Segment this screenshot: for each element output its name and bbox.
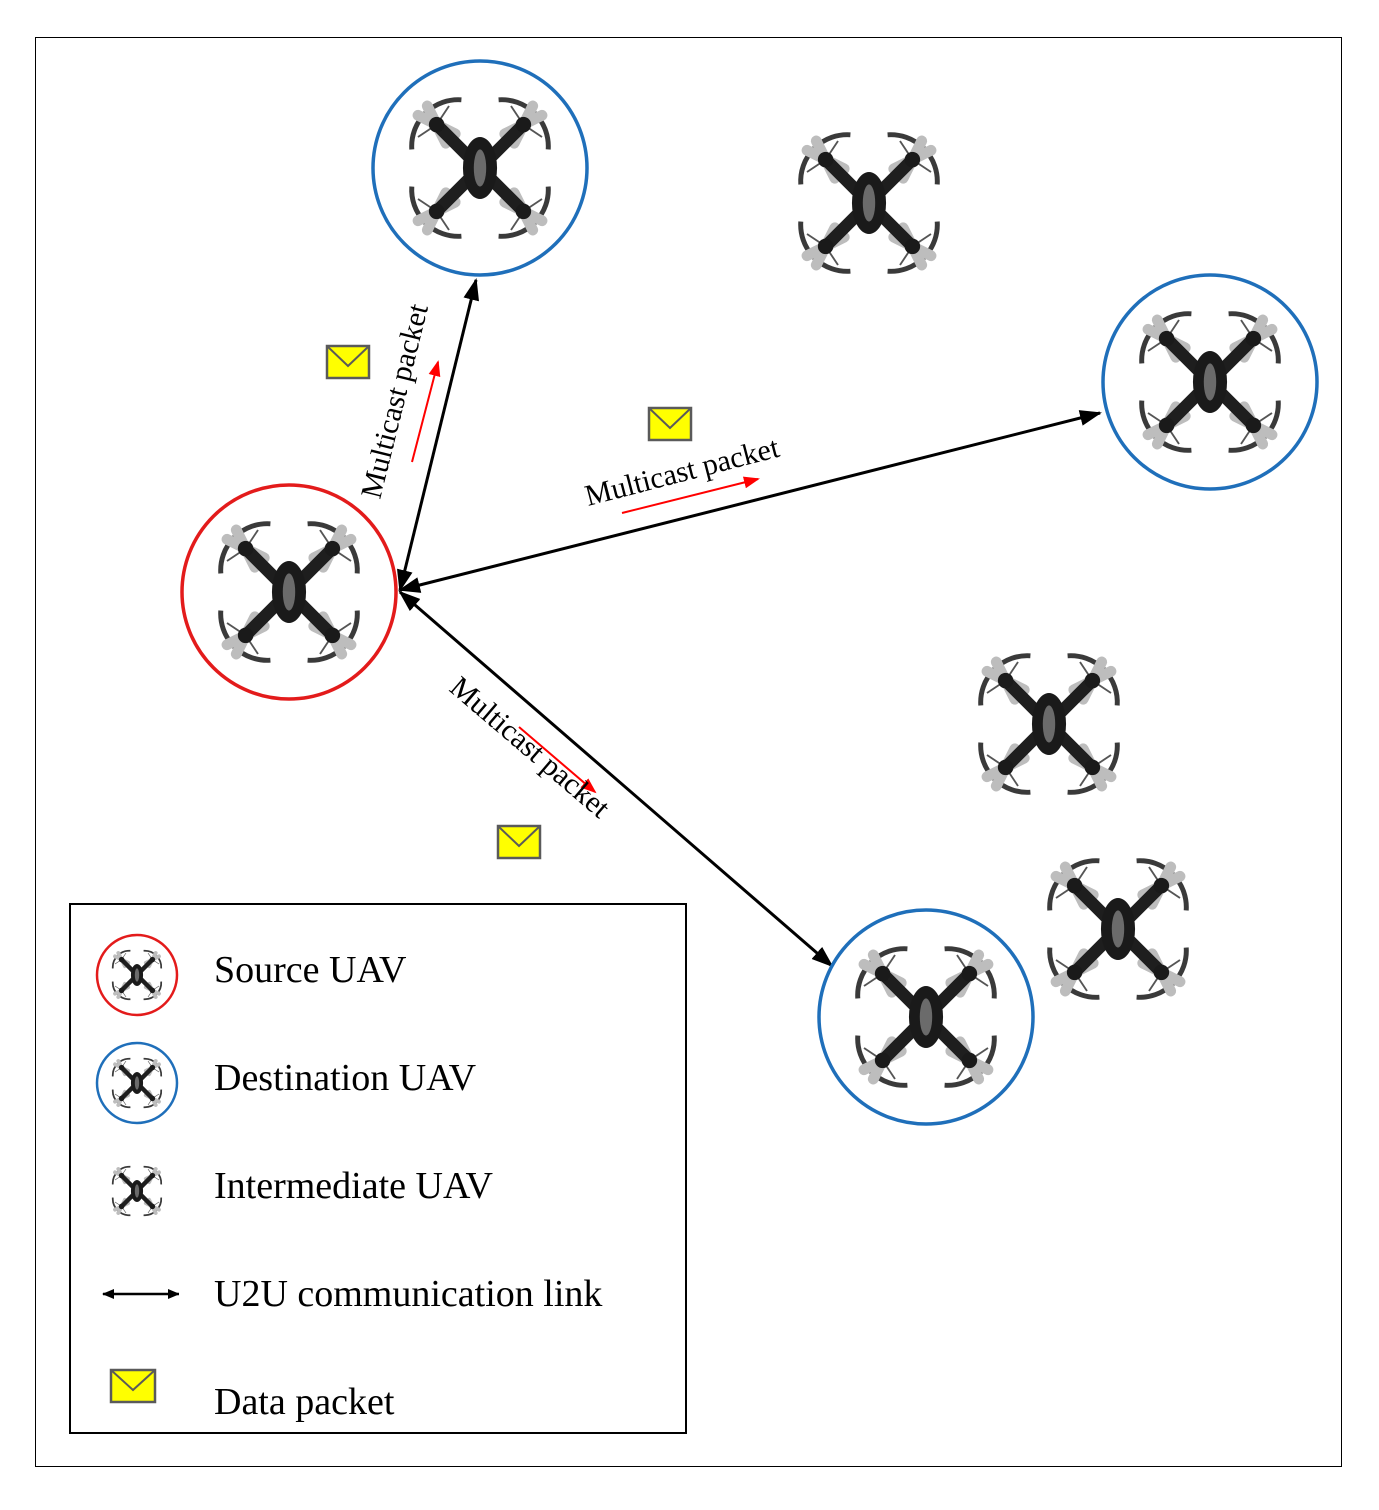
destination-uav-bottom	[817, 908, 1035, 1126]
link-bottom	[398, 590, 834, 968]
link-right	[398, 410, 1102, 593]
legend-item-source: Source UAV	[71, 920, 685, 1020]
legend-item-destination: Destination UAV	[71, 1028, 685, 1128]
source-uav	[180, 483, 398, 701]
envelope-icon	[95, 1352, 179, 1452]
legend-item-packet: Data packet	[71, 1352, 685, 1452]
legend-item-intermediate: Intermediate UAV	[71, 1136, 685, 1236]
destination-uav-right	[1101, 273, 1319, 491]
legend-label: Source UAV	[214, 949, 407, 991]
envelope-icon	[325, 344, 371, 380]
legend-item-link: U2U communication link	[71, 1244, 685, 1344]
legend-label: Destination UAV	[214, 1057, 477, 1099]
packet-direction-arrow-bottom	[518, 726, 597, 794]
legend: Source UAV Destination UAV Intermediate …	[69, 903, 687, 1434]
intermediate-uav	[1050, 861, 1187, 998]
intermediate-uav	[981, 656, 1118, 793]
double-arrow-icon	[95, 1244, 180, 1344]
legend-label: Intermediate UAV	[214, 1165, 493, 1207]
legend-label: U2U communication link	[214, 1273, 603, 1315]
diagram-frame	[35, 37, 1342, 1467]
legend-label: Data packet	[214, 1381, 395, 1423]
envelope-icon	[496, 824, 542, 860]
link-label-bottom: Multicast packet	[443, 670, 616, 825]
intermediate-uav	[801, 135, 938, 272]
source-uav-icon	[95, 920, 179, 1020]
destination-uav-icon	[95, 1028, 179, 1128]
intermediate-uav-icon	[95, 1136, 179, 1236]
envelope-icon	[647, 406, 693, 442]
packet-direction-arrow-top	[411, 360, 441, 463]
destination-uav-top	[371, 59, 589, 277]
packet-direction-arrow-right	[621, 476, 760, 514]
link-label-top: Multicast packet	[355, 300, 435, 502]
